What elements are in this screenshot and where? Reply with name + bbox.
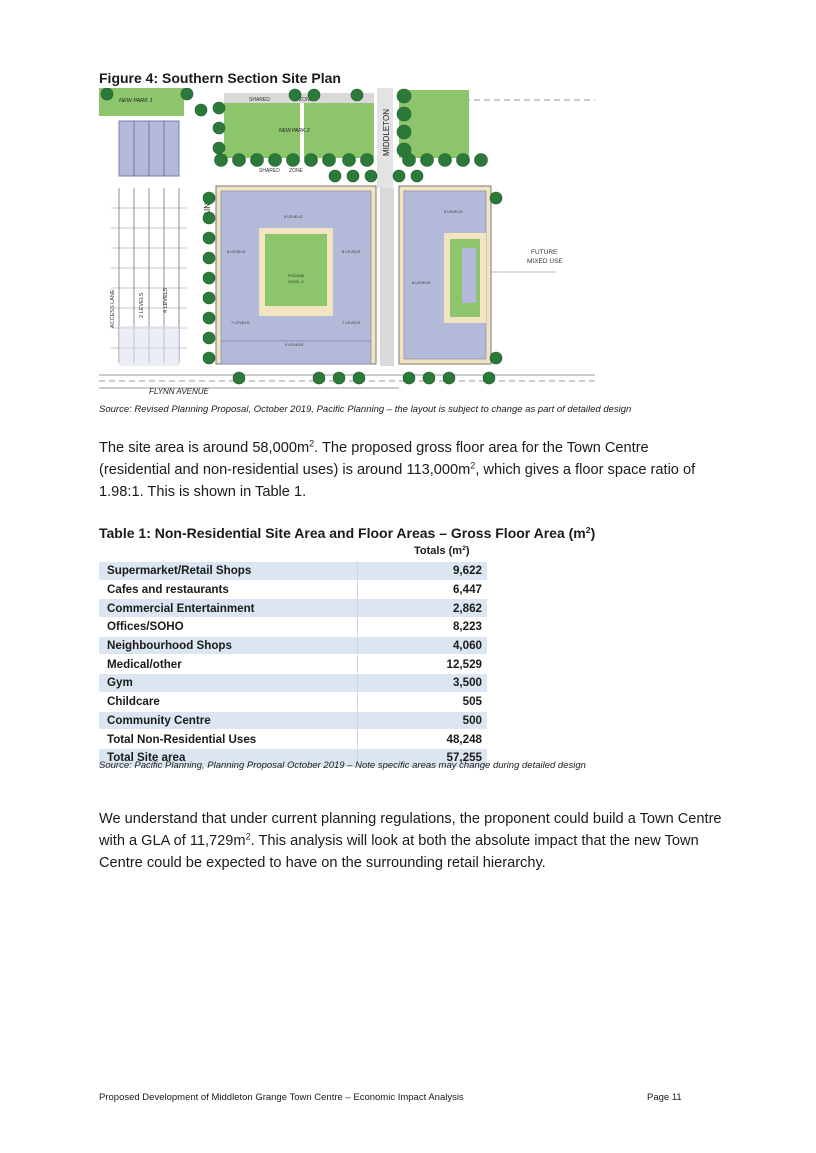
footer-document-title: Proposed Development of Middleton Grange… (99, 1092, 464, 1103)
svg-text:7 LEVELS: 7 LEVELS (231, 320, 250, 325)
svg-text:ACCESS LANE: ACCESS LANE (110, 289, 116, 328)
future-label: FUTURE (531, 249, 558, 256)
paragraph-gla: We understand that under current plannin… (99, 811, 722, 871)
svg-text:8 LEVELS: 8 LEVELS (342, 249, 361, 254)
site-plan-map: NEW PARK 1 SHARED ZONE NEW PARK 2 MIDDLE… (99, 88, 595, 398)
svg-text:LEVEL 2: LEVEL 2 (288, 279, 304, 284)
svg-text:SHARED: SHARED (249, 97, 270, 103)
building-block-2: 5 LEVELS 8 LEVELS (398, 185, 492, 365)
table-source: Source: Pacific Planning, Planning Propo… (99, 760, 586, 771)
mixed-use-label: MIXED USE (527, 258, 563, 265)
new-park-1-area (99, 88, 184, 116)
svg-text:ZONE: ZONE (299, 97, 314, 103)
svg-text:PODIUM: PODIUM (288, 273, 304, 278)
figure-title: Figure 4: Southern Section Site Plan (99, 70, 341, 86)
svg-text:5 LEVELS: 5 LEVELS (284, 214, 303, 219)
svg-text:4 LEVELS: 4 LEVELS (163, 287, 169, 313)
svg-text:5 LEVELS: 5 LEVELS (444, 209, 463, 214)
svg-text:2 LEVELS: 2 LEVELS (139, 292, 145, 318)
middleton-road (377, 88, 393, 188)
central-walkway (380, 188, 394, 366)
figure-source: Source: Revised Planning Proposal, Octob… (99, 404, 632, 415)
svg-text:8 LEVELS: 8 LEVELS (227, 249, 246, 254)
svg-text:8 LEVELS: 8 LEVELS (412, 280, 431, 285)
road-lines (99, 99, 595, 389)
new-park-1-label: NEW PARK 1 (119, 98, 153, 104)
svg-text:7 LEVELS: 7 LEVELS (342, 320, 361, 325)
svg-text:5 LEVELS: 5 LEVELS (285, 342, 304, 347)
footer-page-number: Page 11 (647, 1092, 682, 1103)
svg-text:SHARED: SHARED (259, 168, 280, 174)
tree-icons (100, 88, 503, 385)
paragraph-site-area: The site area is around 58,000m2. The pr… (99, 438, 696, 500)
table-title: Table 1: Non-Residential Site Area and F… (99, 524, 596, 541)
table-column-header: Totals (m2) (414, 544, 470, 557)
svg-text:NEW PARK 2: NEW PARK 2 (279, 128, 310, 134)
middleton-label: MIDDLETON (382, 109, 391, 156)
svg-text:ZONE: ZONE (289, 168, 304, 174)
parking-area (111, 120, 187, 366)
building-block-1: 5 LEVELS 8 LEVELS 8 LEVELS 7 LEVELS 7 LE… (215, 185, 377, 365)
flynn-avenue-label: FLYNN AVENUE (149, 387, 210, 396)
new-park-2-area (224, 103, 300, 158)
